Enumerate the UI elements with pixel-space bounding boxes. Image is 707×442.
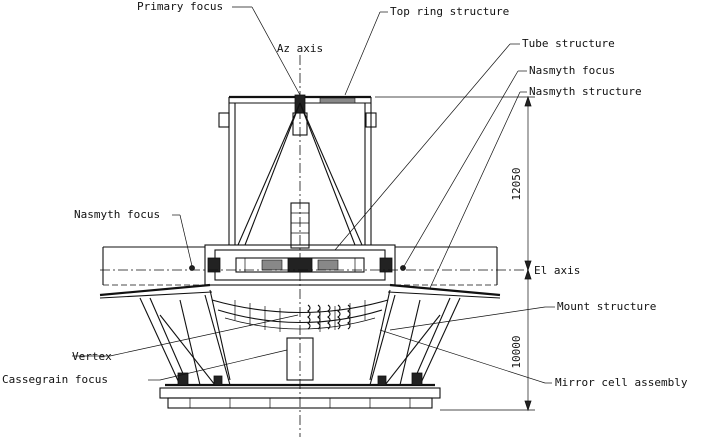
label-top-ring-structure: Top ring structure [390, 5, 509, 18]
azimuth-base [159, 372, 441, 409]
label-tube-structure: Tube structure [522, 37, 615, 50]
label-mount-structure: Mount structure [557, 300, 656, 313]
label-az-axis: Az axis [277, 42, 323, 55]
mount-structure [99, 283, 501, 386]
label-nasmyth-focus-left: Nasmyth focus [74, 208, 160, 221]
label-mirror-cell-assembly: Mirror cell assembly [555, 376, 688, 389]
top-ring-structure [218, 94, 377, 128]
dimension-10000: 10000 [510, 335, 523, 368]
dimension-lines [375, 95, 535, 412]
dimension-12050: 12050 [510, 167, 523, 200]
tube-structure [228, 102, 372, 249]
cassegrain-instrument [286, 337, 314, 381]
label-nasmyth-structure: Nasmyth structure [529, 85, 642, 98]
label-cassegrain-focus: Cassegrain focus [2, 373, 108, 386]
label-nasmyth-focus-right: Nasmyth focus [529, 64, 615, 77]
nasmyth-structure [102, 246, 498, 286]
center-section [204, 244, 396, 286]
mirror-cell-assembly [211, 299, 389, 332]
label-el-axis: El axis [534, 264, 580, 277]
leader-lines [72, 6, 555, 384]
label-primary-focus: Primary focus [137, 0, 223, 13]
label-vertex: Vertex [72, 350, 112, 363]
